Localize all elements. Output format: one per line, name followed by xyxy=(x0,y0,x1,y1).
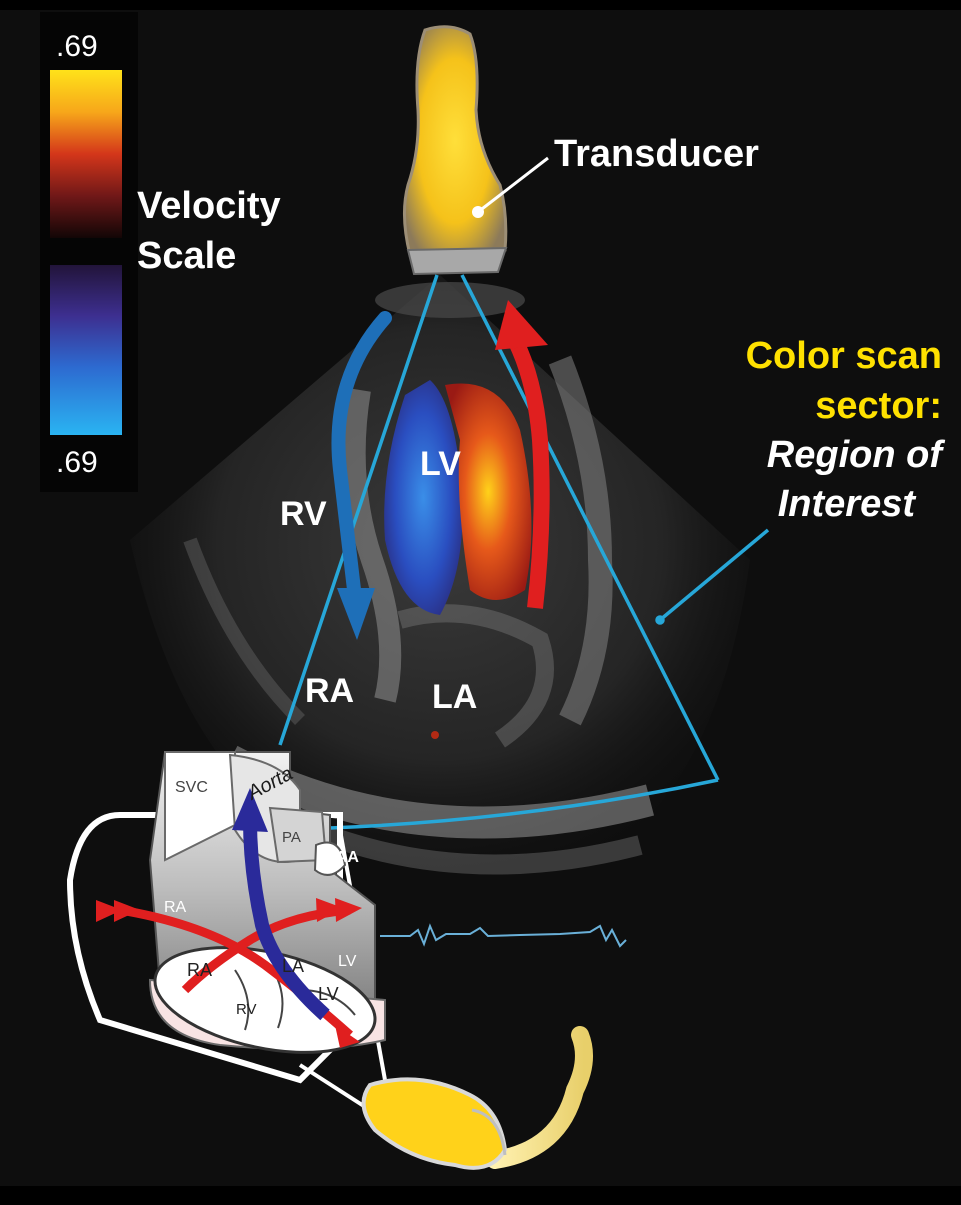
arrow-away-head xyxy=(337,588,375,640)
inset-probe xyxy=(361,1026,593,1170)
sector-annotation: Color scan sector: Region of Interest xyxy=(746,335,946,525)
arrow-toward-head xyxy=(495,300,548,350)
inset-label-svc: SVC xyxy=(175,779,208,796)
inset-label-laa: LAA xyxy=(326,849,359,866)
transducer: Transducer xyxy=(402,25,759,276)
probe-cable xyxy=(486,1026,593,1169)
flow-arrows xyxy=(331,300,550,640)
color-scan-sector xyxy=(278,274,770,830)
inset-blue-arrow-head xyxy=(232,788,268,832)
label-ra: RA xyxy=(305,672,354,710)
scale-top-value: .69 xyxy=(56,30,98,63)
ecg-trace xyxy=(380,923,627,948)
scale-label-velocity: Velocity xyxy=(137,185,281,227)
frame-bottom xyxy=(0,1186,961,1200)
inset-label-rv-inner: RV xyxy=(236,1001,257,1018)
doppler-flow-toward xyxy=(445,383,532,600)
doppler-flow-away xyxy=(384,380,463,615)
heart-inset: SVC Aorta PA LAA RA LV RA LA RV LV xyxy=(66,751,387,1112)
inset-label-lv-inner: LV xyxy=(318,984,339,1004)
inset-label-ra-outer: RA xyxy=(164,899,187,916)
scale-label-scale: Scale xyxy=(137,235,236,277)
probe-icon xyxy=(361,1077,508,1170)
label-sector-line3: Region of xyxy=(767,434,946,476)
inset-label-ra-inner: RA xyxy=(187,960,212,980)
label-lv: LV xyxy=(420,445,461,483)
label-la: LA xyxy=(432,678,477,716)
inset-label-lv-outer: LV xyxy=(338,953,357,970)
scale-warm-band xyxy=(50,70,122,238)
chamber-labels: LV RV RA LA xyxy=(280,445,477,716)
label-rv: RV xyxy=(280,495,327,533)
transducer-icon xyxy=(402,25,508,257)
velocity-scale: .69 .69 Velocity Scale xyxy=(40,12,281,492)
inset-label-pa: PA xyxy=(282,829,301,846)
scale-cool-band xyxy=(50,265,122,435)
scale-bottom-value: .69 xyxy=(56,446,98,479)
label-sector-line1: Color scan xyxy=(746,335,942,377)
label-transducer: Transducer xyxy=(554,133,759,175)
inset-label-la-inner: LA xyxy=(282,956,304,976)
label-sector-line2: sector: xyxy=(815,385,942,427)
label-sector-line4: Interest xyxy=(778,483,917,525)
frame-top xyxy=(0,0,961,10)
